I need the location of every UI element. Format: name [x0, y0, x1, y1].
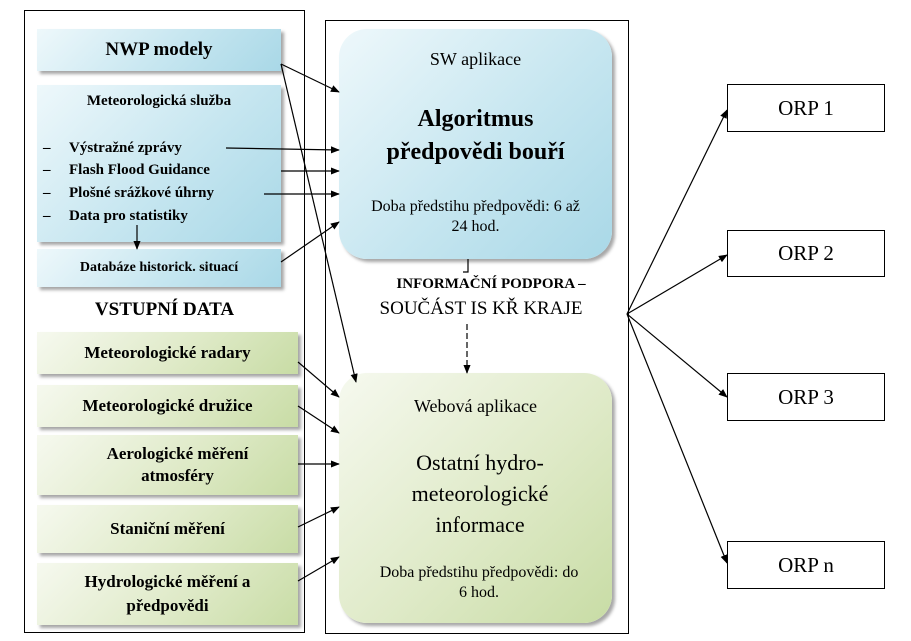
input-frame	[24, 10, 305, 633]
orp-n-box: ORP n	[727, 541, 885, 589]
satellite-label: Meteorologické družice	[82, 396, 253, 415]
met-service-item: –Flash Flood Guidance	[43, 162, 210, 178]
orp-1-label: ORP 1	[778, 95, 834, 120]
met-service-item: –Výstražné zprávy	[43, 140, 182, 156]
hydrology-label: Hydrologické měření a předpovědi	[84, 572, 251, 615]
orp-3-label: ORP 3	[778, 384, 834, 409]
web-app-box: Webová aplikace Ostatní hydro-meteorolog…	[339, 373, 612, 623]
arrow-sw-to-web	[463, 259, 469, 273]
app-frame	[325, 20, 629, 634]
satellite-box: Meteorologické družice	[37, 385, 298, 427]
support-line-1: INFORMAČNÍ PODPORA –	[396, 276, 586, 292]
radar-label: Meteorologické radary	[84, 343, 251, 362]
met-service-box: Meteorologická služba –Výstražné zprávy …	[37, 85, 281, 242]
web-app-lead-time: Doba předstihu předpovědi: do 6 hod.	[379, 564, 579, 601]
station-box: Staniční měření	[37, 505, 298, 553]
sw-app-title: Algoritmus předpovědi bouří	[386, 106, 565, 165]
station-label: Staniční měření	[110, 519, 225, 538]
arrow-satellite-to-web	[297, 405, 340, 434]
aerology-box: Aerologické měření atmosféry	[37, 435, 298, 495]
orp-2-box: ORP 2	[727, 230, 885, 277]
sw-app-label: SW aplikace	[429, 49, 522, 69]
aerology-label: Aerologické měření atmosféry	[106, 444, 249, 485]
arrow-database-to-sw	[280, 221, 340, 263]
arrow-hub-to-orp-n	[626, 313, 728, 564]
input-data-heading: VSTUPNÍ DATA	[94, 299, 235, 320]
database-box: Databáze historick. situací	[37, 249, 281, 287]
nwp-models-box: NWP modely	[37, 29, 281, 71]
orp-2-label: ORP 2	[778, 241, 834, 265]
orp-n-label: ORP n	[778, 552, 834, 577]
radar-box: Meteorologické radary	[37, 332, 298, 374]
arrow-nwp-to-web	[280, 63, 358, 383]
met-service-title: Meteorologická služba	[86, 93, 232, 109]
sw-app-lead-time: Doba předstihu předpovědi: 6 až 24 hod.	[371, 198, 580, 235]
web-app-label: Webová aplikace	[414, 396, 537, 416]
arrow-radar-to-web	[297, 361, 340, 398]
orp-1-box: ORP 1	[727, 84, 885, 132]
arrow-hydrology-to-web	[297, 556, 340, 582]
arrow-nwp-to-sw	[280, 63, 340, 93]
sw-app-box: SW aplikace Algoritmus předpovědi bouří …	[339, 29, 612, 259]
met-service-item: –Plošné srážkové úhrny	[43, 185, 215, 201]
hydrology-box: Hydrologické měření a předpovědi	[37, 563, 298, 625]
met-service-item: –Data pro statistiky	[43, 208, 188, 224]
arrow-hub-to-orp-1	[626, 109, 728, 315]
nwp-models-label: NWP modely	[105, 39, 213, 60]
arrow-hub-to-orp-3	[626, 313, 728, 398]
database-label: Databáze historick. situací	[79, 260, 239, 275]
support-line-2: SOUČÁST IS KŘ KRAJE	[379, 298, 583, 319]
arrow-station-to-web	[297, 506, 340, 528]
orp-3-box: ORP 3	[727, 373, 885, 421]
web-app-title: Ostatní hydro-meteorologické informace	[411, 450, 549, 537]
arrow-hub-to-orp-2	[626, 254, 728, 315]
arrow-warnings-to-sw	[225, 146, 340, 154]
